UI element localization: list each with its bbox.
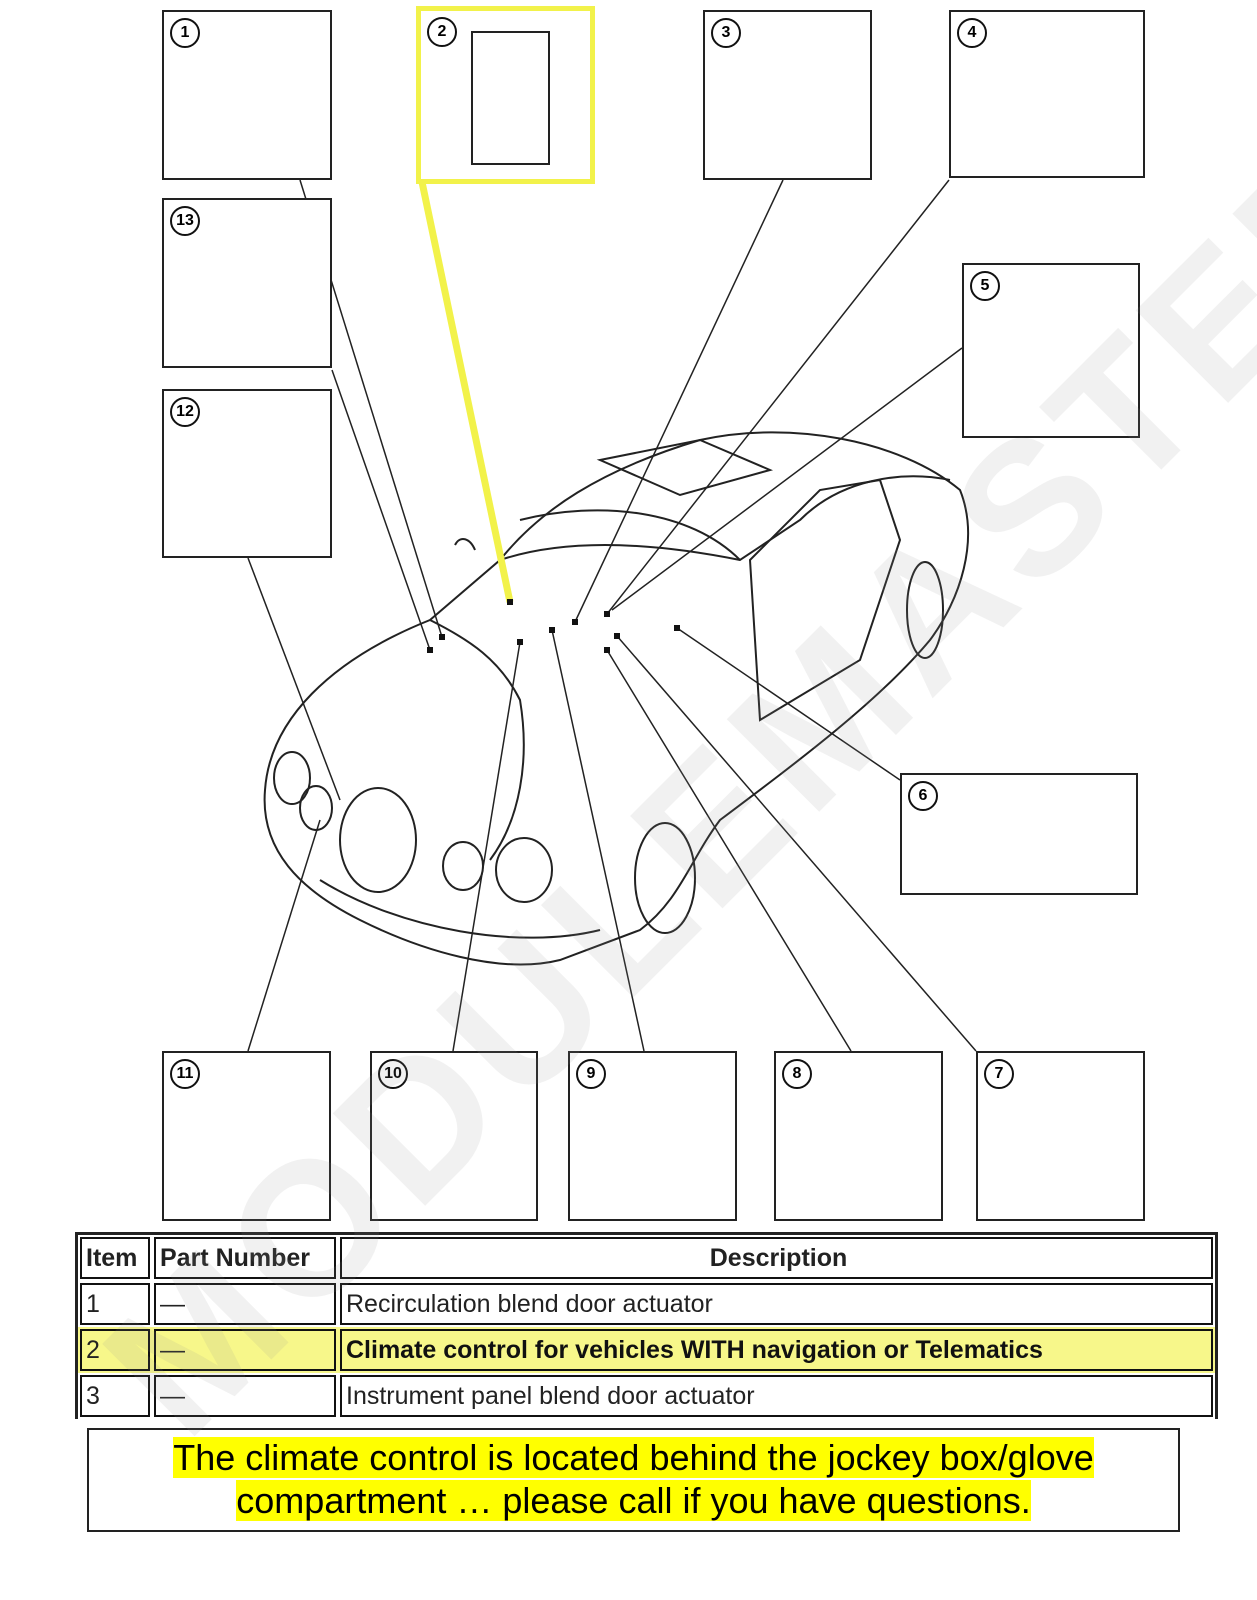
callout-number: 1 xyxy=(170,18,200,48)
leader-line-6 xyxy=(676,627,901,781)
leader-line-7 xyxy=(616,635,977,1052)
car-illustration xyxy=(247,179,977,1052)
note-line-1: The climate control is located behind th… xyxy=(173,1437,1094,1478)
leader-line-2 xyxy=(418,181,514,603)
leader-line-12 xyxy=(247,557,341,801)
leader-line-5 xyxy=(611,347,963,611)
callout-box-1: 1 xyxy=(162,10,332,180)
callout-box-4: 4 xyxy=(949,10,1145,178)
callout-number: 4 xyxy=(957,18,987,48)
callout-number: 9 xyxy=(576,1059,606,1089)
leader-line-4 xyxy=(606,179,950,615)
callout-box-11: 11 xyxy=(162,1051,331,1221)
callout-box-5: 5 xyxy=(962,263,1140,438)
note-line-2: compartment … please call if you have qu… xyxy=(236,1480,1031,1521)
item-cell: 2 xyxy=(80,1329,150,1371)
leader-line-3 xyxy=(574,179,784,623)
callout-number: 13 xyxy=(170,206,200,236)
leader-line-13 xyxy=(331,369,431,651)
table-row: 3 — Instrument panel blend door actuator xyxy=(78,1373,1215,1419)
callout-number: 6 xyxy=(908,781,938,811)
callout-box-12: 12 xyxy=(162,389,332,558)
callout-number: 8 xyxy=(782,1059,812,1089)
leader-line-8 xyxy=(606,649,852,1052)
part-cell: — xyxy=(154,1375,336,1417)
header-part-number: Part Number xyxy=(154,1237,336,1279)
callout-box-3: 3 xyxy=(703,10,872,180)
callout-box-2: 2 xyxy=(416,6,595,184)
callout-number: 12 xyxy=(170,397,200,427)
description-cell: Recirculation blend door actuator xyxy=(340,1283,1213,1325)
callout-number: 2 xyxy=(427,17,457,47)
callout-box-10: 10 xyxy=(370,1051,538,1221)
parts-table: Item Part Number Description 1 — Recircu… xyxy=(75,1232,1218,1419)
table-header-row: Item Part Number Description xyxy=(78,1235,1215,1281)
leader-line-11 xyxy=(247,819,321,1052)
leader-line-9 xyxy=(551,629,645,1052)
item-cell: 1 xyxy=(80,1283,150,1325)
description-cell: Instrument panel blend door actuator xyxy=(340,1375,1213,1417)
header-description: Description xyxy=(340,1237,1213,1279)
callout-box-9: 9 xyxy=(568,1051,737,1221)
part-cell: — xyxy=(154,1329,336,1371)
description-cell: Climate control for vehicles WITH naviga… xyxy=(340,1329,1213,1371)
location-note: The climate control is located behind th… xyxy=(87,1428,1180,1532)
callout-box-8: 8 xyxy=(774,1051,943,1221)
callout-box-13: 13 xyxy=(162,198,332,368)
callout-number: 3 xyxy=(711,18,741,48)
callout-number: 5 xyxy=(970,271,1000,301)
item-cell: 3 xyxy=(80,1375,150,1417)
header-item: Item xyxy=(80,1237,150,1279)
part-cell: — xyxy=(154,1283,336,1325)
callout-number: 11 xyxy=(170,1059,200,1089)
callout-box-7: 7 xyxy=(976,1051,1145,1221)
callout-number: 7 xyxy=(984,1059,1014,1089)
climate-control-module-drawing xyxy=(471,31,550,165)
callout-box-6: 6 xyxy=(900,773,1138,895)
callout-number: 10 xyxy=(378,1059,408,1089)
table-row-highlighted: 2 — Climate control for vehicles WITH na… xyxy=(78,1327,1215,1373)
table-row: 1 — Recirculation blend door actuator xyxy=(78,1281,1215,1327)
leader-line-10 xyxy=(452,641,521,1052)
